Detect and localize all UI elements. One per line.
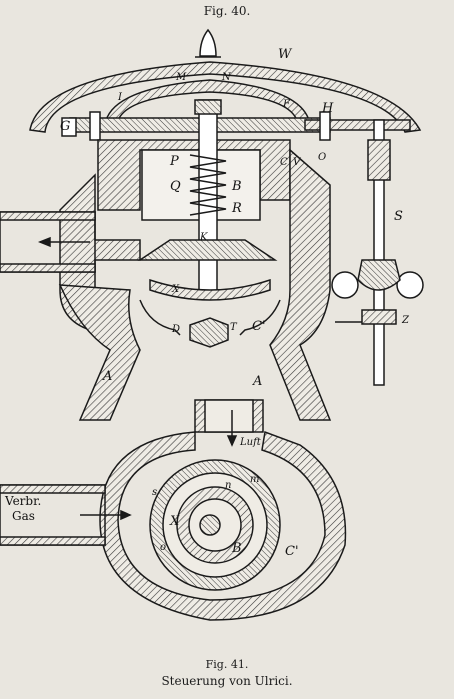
figure-41-caption: Fig. 41. [205,658,249,671]
lever-h [304,119,411,131]
label-x: X [171,284,180,295]
right-wall [269,148,332,421]
label-verbr: Verbr. [4,494,41,508]
bolt-left [89,111,101,141]
cone-seat [137,239,278,261]
figure-40-caption: Fig. 40. [203,4,251,18]
dome-cap [29,61,422,133]
lower-body-left [58,284,141,421]
fig40-drawing [0,28,424,421]
fig41-drawing [0,399,347,621]
label-n: N [221,72,232,83]
label-t: T [230,322,238,333]
dome-finial [199,28,217,57]
label-z: Z [401,315,410,326]
label-v: V [293,157,302,168]
label-c-prime: C' [252,319,266,334]
stem-nut [194,99,222,115]
bolt-g [61,117,77,137]
governor-ball-left [331,271,359,299]
label-gas: Gas [12,509,35,523]
label-o: O [318,152,326,163]
governor-body [357,259,401,291]
label-luft: Luft [239,437,262,448]
hex-nut [189,317,229,348]
label-r: R [231,201,242,216]
valve-stem [198,99,218,296]
label-q: Q [170,179,181,194]
label-c-41: C' [285,544,299,559]
rod-guide [367,139,391,181]
label-g: G [60,119,70,134]
figure-41-subcaption: Steuerung von Ulrici. [161,674,293,688]
label-s: S [394,209,403,224]
valve-disc [149,278,271,301]
label-b-41: B [231,541,242,556]
label-m: M [175,72,187,83]
outer-casing [99,430,347,621]
label-f: F [282,99,291,110]
label-b: B [231,179,242,194]
label-p: P [169,154,179,169]
label-a-right: A [252,374,262,389]
label-i: I [117,92,123,103]
label-h: H [321,101,334,116]
spring [189,154,227,216]
label-w: W [278,47,293,62]
label-x-41: X [169,514,180,529]
bolt-right [319,111,331,141]
hub [199,514,221,536]
label-k: K [199,232,208,243]
side-rod [373,119,385,386]
outlet-flare [139,299,281,336]
label-a-left: A [102,369,112,384]
label-n-41: n [225,480,231,491]
label-c: C [280,157,288,168]
label-d: D [171,324,180,335]
governor-ball-right [396,271,424,299]
governor-collar [361,309,397,325]
label-s-41: s [152,487,157,498]
label-o-41: o [160,542,166,553]
label-m-41: m [250,474,259,485]
